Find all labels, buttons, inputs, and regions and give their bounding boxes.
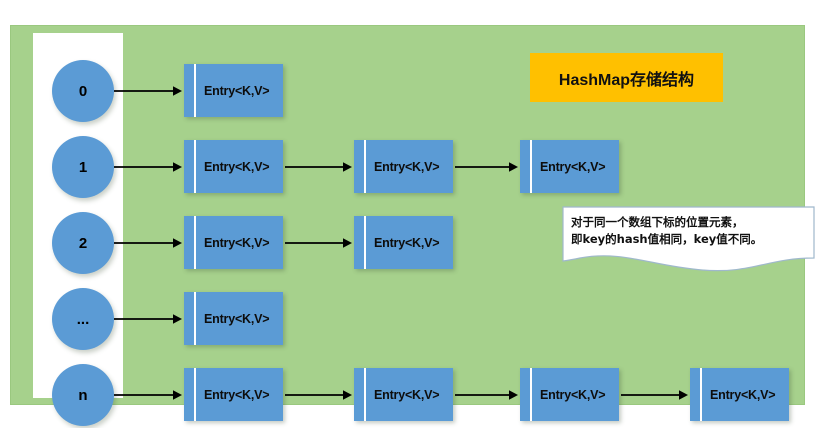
bucket-node-2: 2 [52,212,114,274]
entry-divider-bar [194,368,196,421]
link-arrow [114,85,182,97]
bucket-array-strip: 0 1 2... n [33,33,123,426]
entry-divider-bar [700,368,702,421]
entry-box: Entry<K,V> [354,140,453,193]
entry-box: Entry<K,V> [184,140,283,193]
entry-box: Entry<K,V> [184,368,283,421]
link-arrow [114,313,182,325]
entry-box: Entry<K,V> [184,64,283,117]
diagram-title-text: HashMap存储结构 [558,71,695,89]
entry-label: Entry<K,V> [204,83,270,98]
callout-line-1: 对于同一个数组下标的位置元素， [571,215,744,229]
link-arrow [114,237,182,249]
entry-divider-bar [364,216,366,269]
explanation-callout: 对于同一个数组下标的位置元素， 即key的hash值相同，key值不同。 [562,206,815,276]
entry-divider-bar [194,292,196,345]
entry-box: Entry<K,V> [354,216,453,269]
link-arrow [455,389,518,401]
bucket-node-label: 0 [78,82,88,100]
entry-label: Entry<K,V> [204,387,270,402]
bucket-node-n: n [52,364,114,426]
entry-box: Entry<K,V> [690,368,789,421]
diagram-title-badge: HashMap存储结构 [530,53,723,102]
page-watermark [280,406,810,426]
entry-divider-bar [194,216,196,269]
entry-divider-bar [364,140,366,193]
entry-label: Entry<K,V> [204,311,270,326]
callout-text-block: 对于同一个数组下标的位置元素， 即key的hash值相同，key值不同。 [571,214,809,248]
bucket-node-label: 2 [78,234,88,252]
link-arrow [285,237,352,249]
entry-divider-bar [194,64,196,117]
entry-label: Entry<K,V> [710,387,776,402]
link-arrow [621,389,688,401]
callout-line-2: 即key的hash值相同，key值不同。 [571,232,763,246]
entry-label: Entry<K,V> [374,235,440,250]
bucket-node-label: n [78,386,88,404]
entry-label: Entry<K,V> [204,159,270,174]
link-arrow [114,161,182,173]
bucket-node-label: ... [76,310,90,328]
entry-label: Entry<K,V> [540,159,606,174]
entry-divider-bar [364,368,366,421]
entry-box: Entry<K,V> [354,368,453,421]
entry-box: Entry<K,V> [184,216,283,269]
entry-divider-bar [194,140,196,193]
link-arrow [285,389,352,401]
bucket-node-0: 0 [52,60,114,122]
entry-label: Entry<K,V> [204,235,270,250]
entry-label: Entry<K,V> [374,159,440,174]
entry-box: Entry<K,V> [520,140,619,193]
entry-label: Entry<K,V> [540,387,606,402]
callout-shape-icon [562,206,815,272]
entry-divider-bar [530,368,532,421]
bucket-node-label: 1 [78,158,88,176]
hashmap-diagram-panel: 0 1 2... n Entry<K,V> Entry<K,V> Entry<K,V> En… [10,25,815,426]
link-arrow [114,389,182,401]
entry-label: Entry<K,V> [374,387,440,402]
link-arrow [285,161,352,173]
bucket-node-ellipsis: ... [52,288,114,350]
bucket-node-1: 1 [52,136,114,198]
link-arrow [455,161,518,173]
entry-box: Entry<K,V> [520,368,619,421]
entry-divider-bar [530,140,532,193]
entry-box: Entry<K,V> [184,292,283,345]
